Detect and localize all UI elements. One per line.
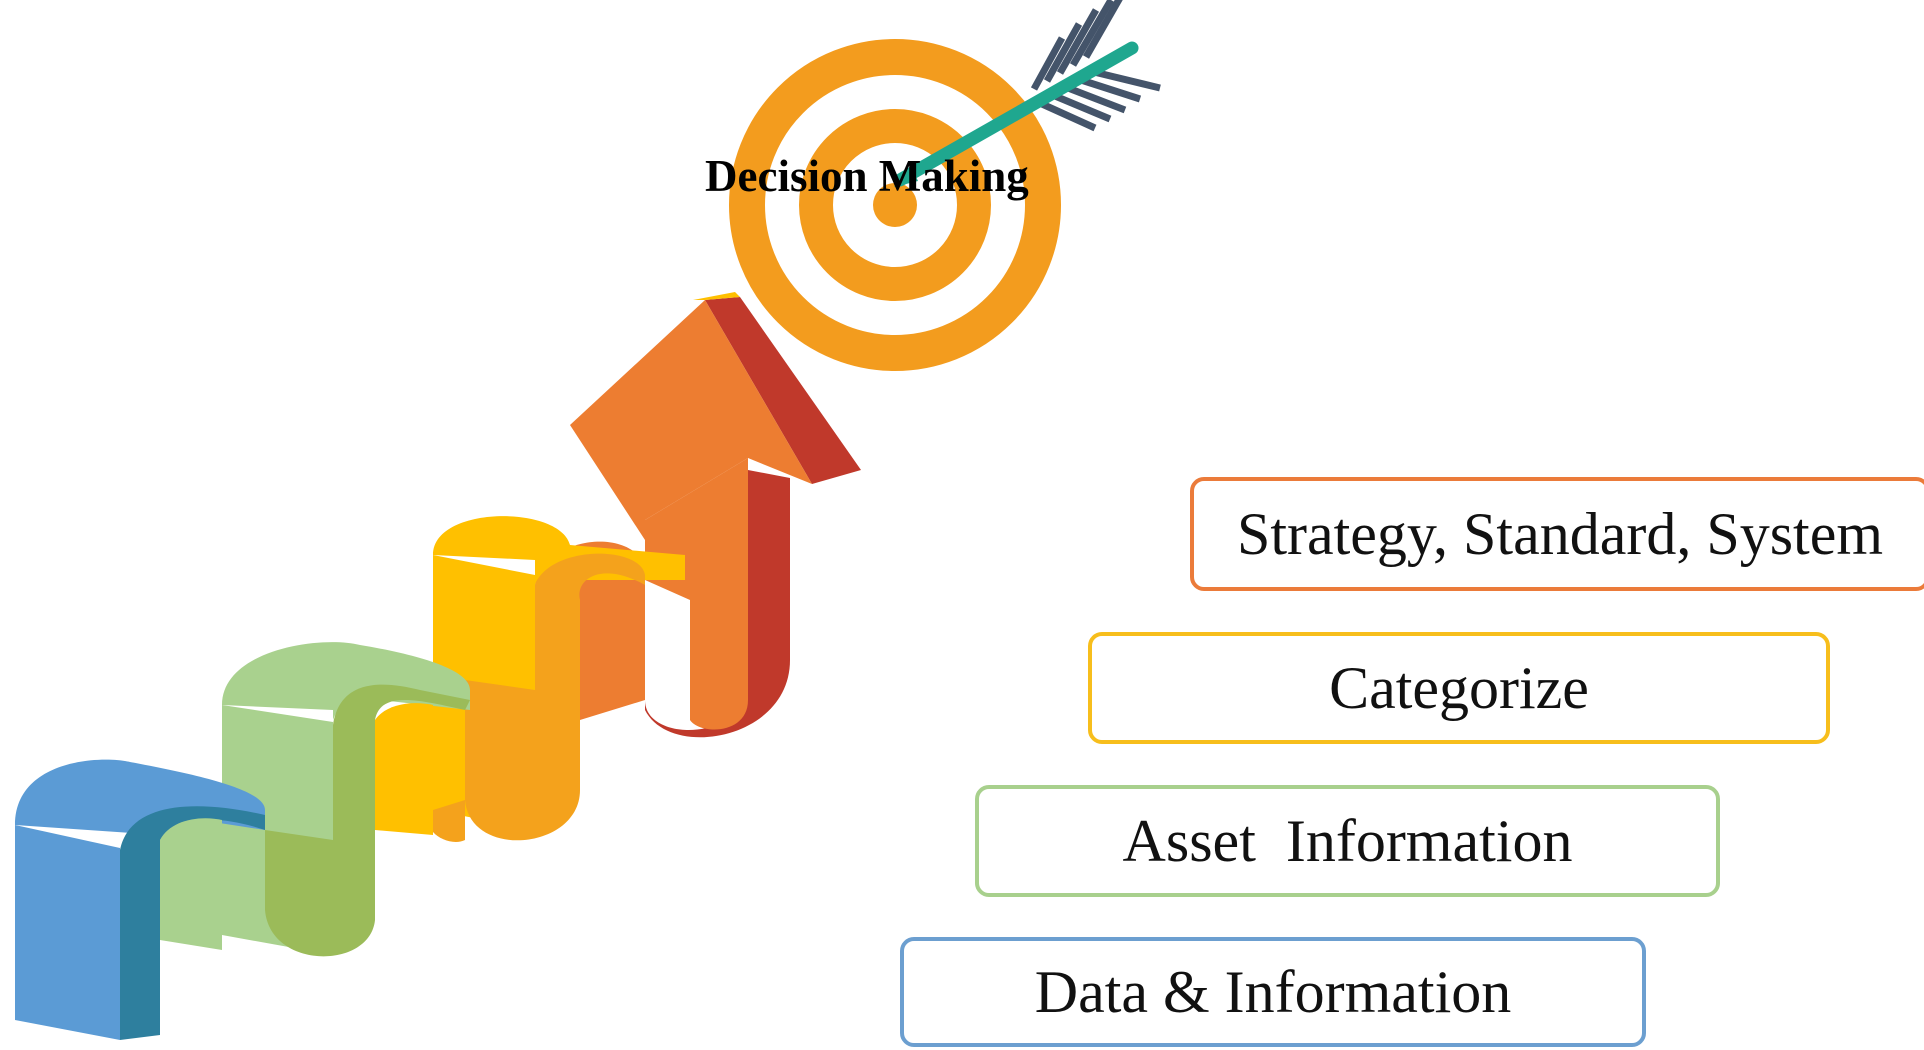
arrow-head (570, 300, 812, 540)
step-label-data-information: Data & Information (1034, 958, 1512, 1025)
path-green-top (222, 642, 470, 720)
path-yellow-back (433, 800, 465, 843)
path-blue-inner (120, 806, 265, 1040)
step-box-strategy: Strategy, Standard, System (1190, 477, 1924, 591)
path-red-segment (645, 470, 790, 738)
growth-path (15, 292, 861, 1040)
path-orange-shaft (645, 458, 748, 730)
step-label-asset-information: Asset Information (1122, 807, 1573, 874)
target-bullseye (873, 183, 917, 227)
path-yellow-inner (465, 553, 645, 841)
target-ring-middle (799, 109, 991, 301)
dart-shaft (893, 41, 1139, 187)
arrow-right-face (705, 297, 861, 484)
step-label-categorize: Categorize (1329, 654, 1589, 721)
step-box-data-information: Data & Information (900, 937, 1646, 1047)
arrow-top-face (693, 292, 740, 300)
target-ring-outer (729, 39, 1061, 371)
dart-fletching (1030, 0, 1161, 132)
step-box-categorize: Categorize (1088, 632, 1830, 744)
step-box-asset-information: Asset Information (975, 785, 1720, 897)
goal-label: Decision Making (705, 151, 1029, 201)
dart-icon (893, 0, 1161, 187)
step-label-strategy: Strategy, Standard, System (1236, 500, 1884, 567)
path-green-behind-blue (160, 818, 222, 950)
path-yellow-behind-green (375, 703, 433, 835)
path-blue-front (15, 825, 120, 1040)
dart-tip (894, 168, 918, 187)
path-green-inner (265, 684, 470, 957)
target-icon (729, 39, 1061, 371)
